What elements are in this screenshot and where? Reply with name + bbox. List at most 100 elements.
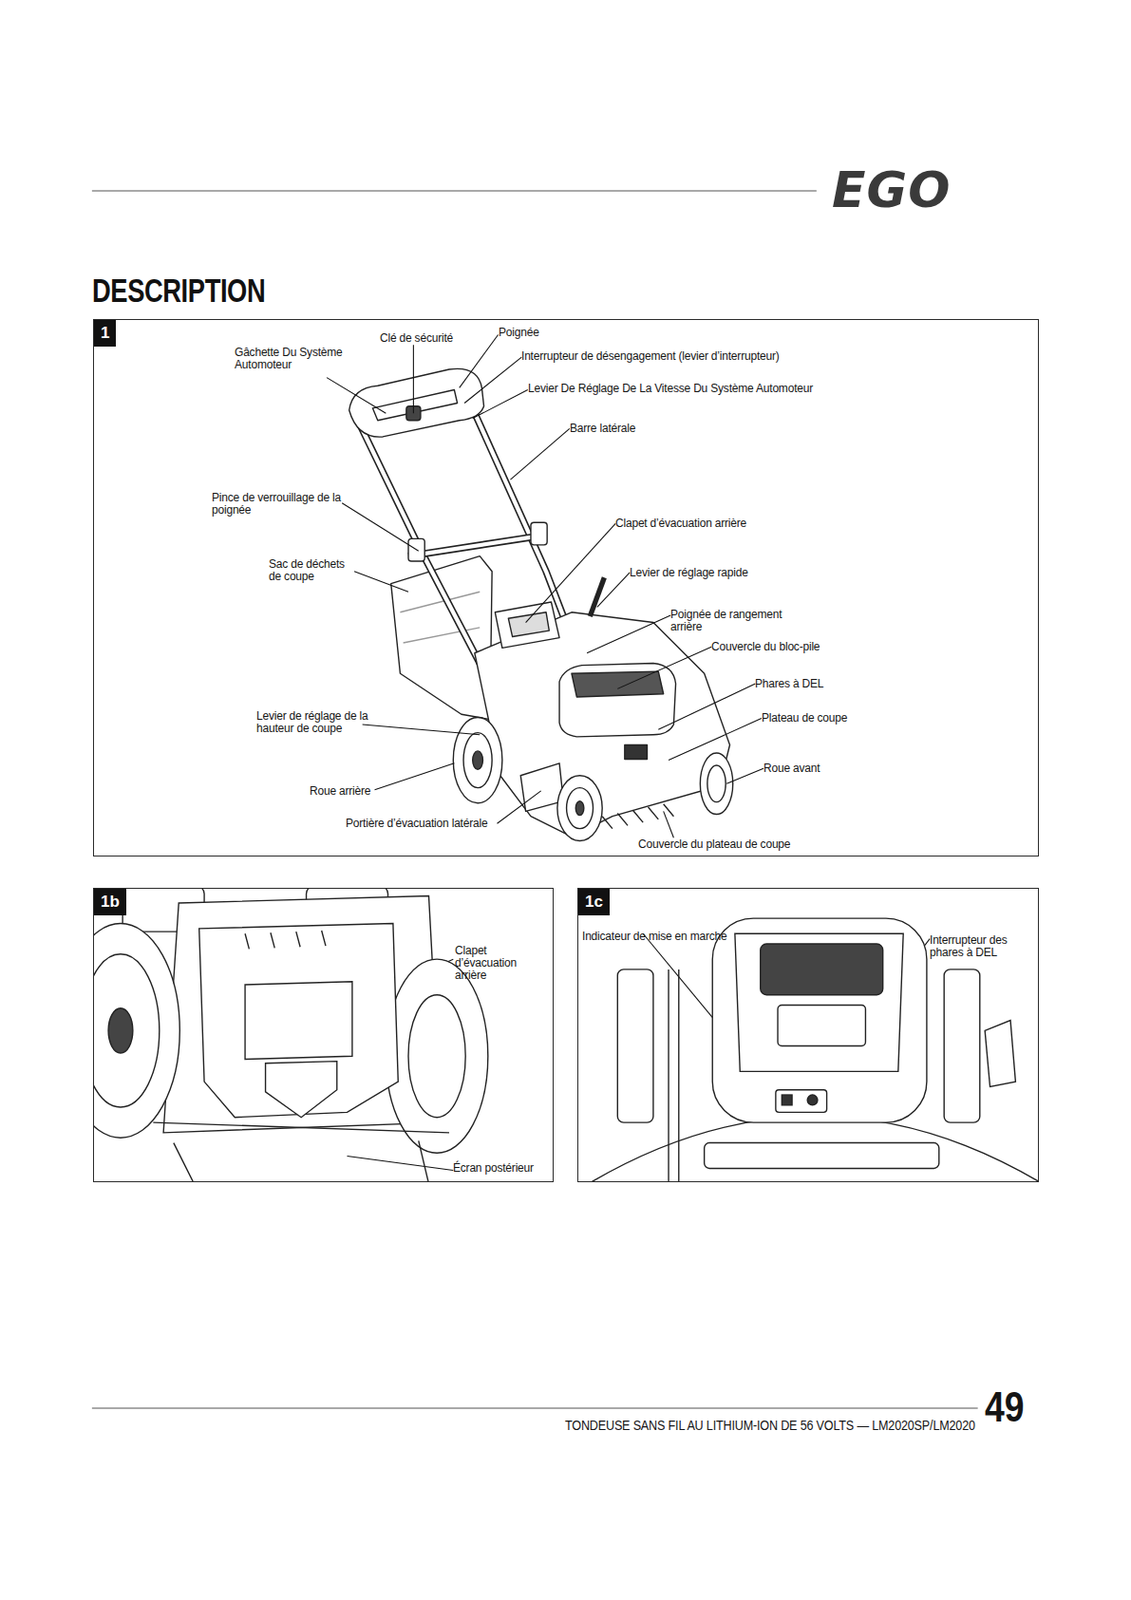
leader-line-part <box>362 724 481 736</box>
mower-drawing-part <box>557 775 603 842</box>
part-label: Plateau de coupe <box>761 712 848 725</box>
leader-line-part <box>326 377 386 415</box>
part-label: Interrupteur de désengagement (levier d’… <box>521 350 780 363</box>
mower-drawing-part <box>358 423 480 664</box>
top-view-part <box>617 969 654 1123</box>
rule-line-part <box>92 1407 979 1409</box>
part-label: Clapet d’évacuation arrière <box>615 517 747 530</box>
part-label: Barre latérale <box>569 422 636 435</box>
rear-closeup <box>93 887 489 1182</box>
rear-closeup-part <box>108 1008 133 1054</box>
rear-closeup-part <box>385 959 488 1153</box>
top-view-part <box>775 1090 828 1113</box>
leader-line-part <box>459 334 499 388</box>
leader-line-part <box>663 810 675 838</box>
rule-line <box>92 190 979 1409</box>
mower-drawing-part <box>602 804 674 830</box>
rear-closeup-part <box>265 1061 338 1118</box>
mower-drawing-part <box>589 577 604 617</box>
part-label: Levier de réglage rapide <box>629 566 749 580</box>
mower-drawing-part <box>452 716 503 803</box>
leader-line-part <box>668 718 762 761</box>
top-view-part <box>984 1020 1016 1088</box>
rear-closeup-part <box>173 1140 430 1182</box>
part-label: Couvercle du bloc-pile <box>711 640 820 654</box>
mower-drawing-part <box>391 556 492 720</box>
mower-drawing-part <box>707 765 726 803</box>
part-label: Couvercle du plateau de coupe <box>638 838 791 851</box>
part-label: Écran postérieur <box>452 1162 534 1175</box>
leader-line-part <box>347 1156 454 1171</box>
leader-line-part <box>497 791 542 824</box>
part-label: Indicateur de mise en marche <box>582 930 727 943</box>
mower-drawing-part <box>472 751 484 770</box>
part-label: Roue arrière <box>309 785 371 798</box>
leader-line <box>326 334 930 1170</box>
leader-line-part <box>464 357 522 403</box>
part-label: Clapet d’évacuation arrière <box>454 944 528 982</box>
top-view-part <box>781 1094 792 1106</box>
part-label: Gâchette Du Système Automoteur <box>234 346 359 372</box>
rear-closeup-part <box>199 923 399 1118</box>
mower-drawing-part <box>358 423 480 664</box>
rear-closeup-part <box>93 923 180 1139</box>
mower-drawing-part <box>408 535 542 556</box>
mower-drawing <box>349 368 734 841</box>
leader-line-part <box>658 683 755 730</box>
leader-line-part <box>526 523 617 623</box>
leader-line-part <box>413 344 415 414</box>
rear-closeup-part <box>245 981 353 1060</box>
leader-line-part <box>472 390 528 419</box>
part-label: Poignée <box>498 326 540 340</box>
mower-drawing-part <box>494 602 560 648</box>
rear-closeup-part <box>408 995 466 1118</box>
part-label: Clé de sécurité <box>379 332 453 345</box>
leader-line-part <box>597 572 630 608</box>
leader-line-part <box>509 428 569 480</box>
rear-closeup-part <box>152 1122 450 1133</box>
figure-number: 1c <box>578 888 610 916</box>
mower-drawing-part <box>372 390 457 421</box>
top-view-part <box>712 918 927 1123</box>
top-view-part <box>668 969 679 1183</box>
top-view-part <box>777 1004 866 1046</box>
figure-number: 1b <box>94 888 127 916</box>
top-view-part <box>760 943 884 996</box>
leader-line-part <box>375 763 455 791</box>
mower-drawing-part <box>559 663 677 737</box>
leader-line-part <box>341 503 419 552</box>
part-label: Portière d’évacuation latérale <box>345 817 488 830</box>
part-label: Phares à DEL <box>754 678 824 691</box>
leader-line-part <box>586 615 671 654</box>
part-label: Pince de verrouillage de la poignée <box>211 491 355 517</box>
mower-drawing-part <box>624 744 648 759</box>
mower-drawing-part <box>530 522 547 546</box>
rear-closeup-part <box>245 930 326 949</box>
part-label: Interrupteur des phares à DEL <box>929 934 1025 960</box>
top-view-part <box>735 933 904 1072</box>
mower-drawing-part <box>408 535 542 556</box>
mower-drawing-part <box>471 406 567 625</box>
part-label: Sac de déchets de coupe <box>268 558 357 584</box>
rule-line-part <box>92 189 817 191</box>
leader-line-part <box>726 768 764 784</box>
mower-drawing-part <box>566 788 594 830</box>
rear-closeup-part <box>93 954 160 1108</box>
top-view-part <box>704 1143 940 1169</box>
mower-drawing-part <box>508 612 549 638</box>
page-footer: TONDEUSE SANS FIL AU LITHIUM-ION DE 56 V… <box>565 1417 976 1433</box>
mower-drawing-part <box>463 733 492 789</box>
top-view <box>591 918 1039 1182</box>
leader-line-part <box>354 571 409 592</box>
top-view-part <box>807 1094 818 1106</box>
mower-drawing-part <box>471 406 567 625</box>
mower-drawing-part <box>575 801 585 816</box>
page-number: 49 <box>984 1384 1024 1431</box>
top-view-part <box>591 1116 1039 1183</box>
figure-panel: 1b <box>93 887 554 1183</box>
part-label: Levier de réglage de la hauteur de coupe <box>256 710 369 736</box>
brand-logo: EGO <box>831 161 951 219</box>
mower-drawing-part <box>571 671 664 698</box>
page-title: DESCRIPTION <box>92 271 265 310</box>
figure-number: 1 <box>94 320 116 347</box>
